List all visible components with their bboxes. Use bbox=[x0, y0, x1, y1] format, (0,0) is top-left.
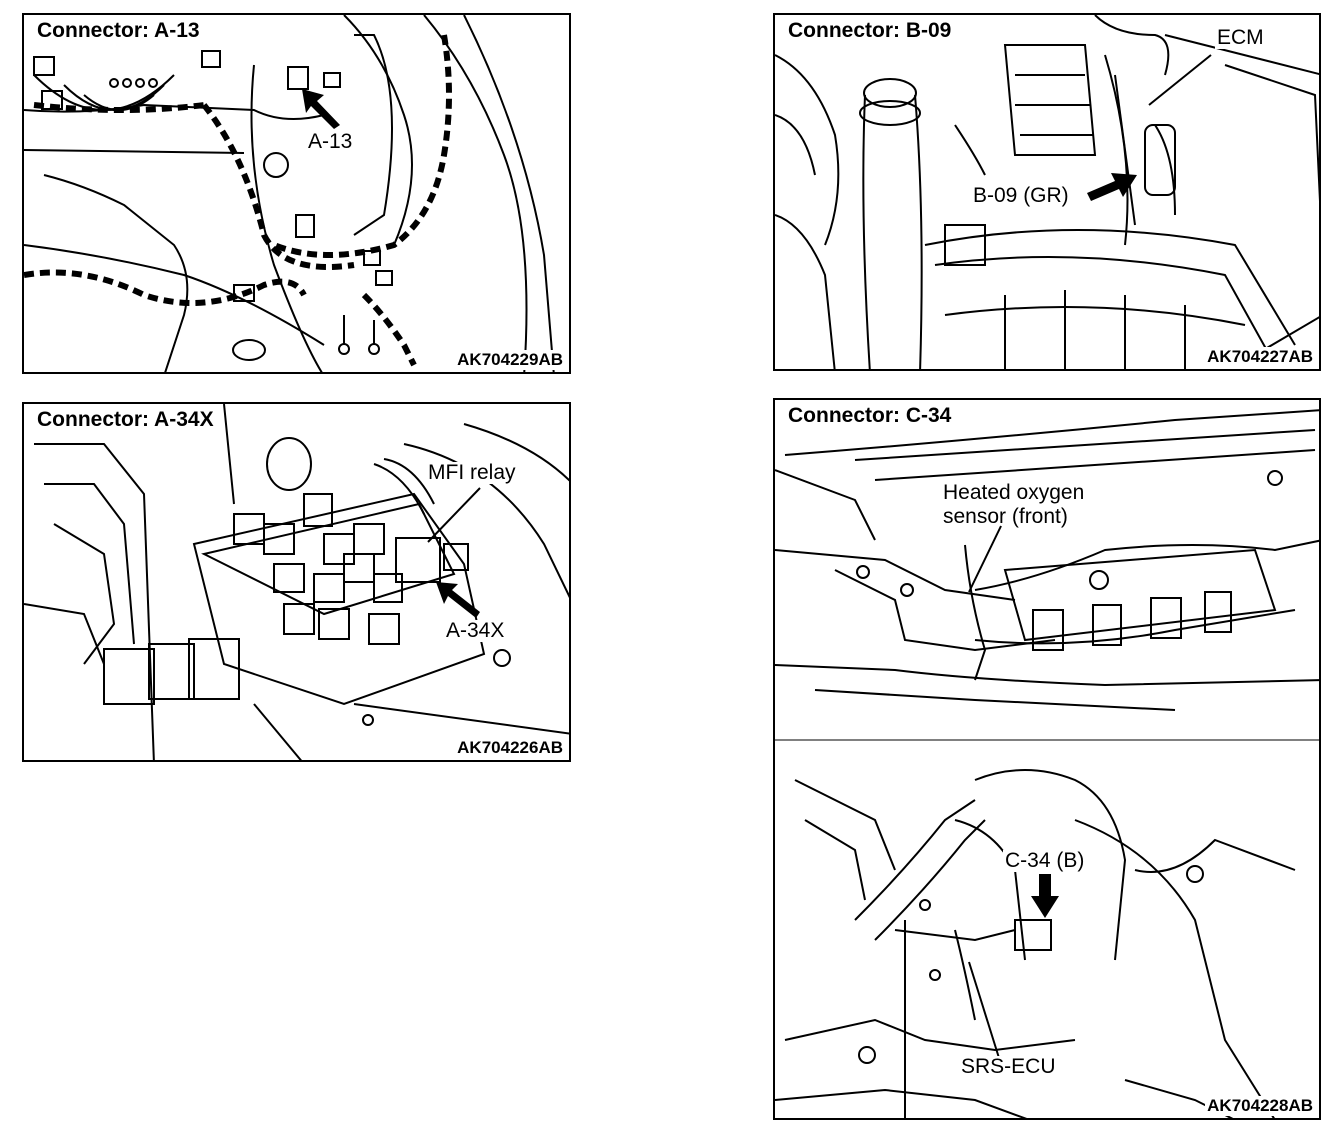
leader-line-relay bbox=[427, 487, 481, 543]
connector-callout-a34x: A-34X bbox=[444, 619, 507, 642]
connector-callout-a13: A-13 bbox=[306, 130, 355, 153]
panel-connector-b09: Connector: B-09 ECM B-09 (GR) AK704227AB bbox=[773, 13, 1321, 371]
panel-connector-a34x: Connector: A-34X MFI relay A-34X AK70422… bbox=[22, 402, 571, 762]
pointer-arrow-icon bbox=[436, 582, 480, 618]
oxygen-sensor-callout-line1: Heated oxygen bbox=[941, 481, 1087, 504]
pointer-arrow-icon bbox=[1031, 874, 1059, 918]
engine-bay-illustration-a13 bbox=[24, 15, 555, 372]
figure-id: AK704227AB bbox=[1205, 347, 1315, 367]
panel-title: Connector: A-13 bbox=[34, 19, 203, 43]
panel-title: Connector: A-34X bbox=[34, 408, 217, 432]
connector-callout-b09: B-09 (GR) bbox=[971, 184, 1071, 207]
mfi-relay-callout: MFI relay bbox=[426, 461, 518, 484]
panel-title: Connector: C-34 bbox=[785, 404, 955, 428]
connector-callout-c34: C-34 (B) bbox=[1003, 849, 1087, 872]
panel-connector-a13: Connector: A-13 A-13 AK704229AB bbox=[22, 13, 571, 374]
underbody-illustration-c34 bbox=[775, 409, 1319, 1118]
oxygen-sensor-callout-line2: sensor (front) bbox=[941, 505, 1070, 528]
pointer-arrow-icon bbox=[1087, 173, 1137, 201]
leader-line-oxygen-sensor bbox=[968, 525, 1002, 593]
panel-title: Connector: B-09 bbox=[785, 19, 955, 43]
pointer-arrow-icon bbox=[302, 89, 340, 129]
ecm-callout: ECM bbox=[1215, 26, 1266, 49]
relay-box-illustration-a34x bbox=[24, 404, 569, 760]
figure-id: AK704229AB bbox=[455, 350, 565, 370]
srs-ecu-callout: SRS-ECU bbox=[959, 1055, 1058, 1078]
figure-id: AK704228AB bbox=[1205, 1096, 1315, 1116]
engine-bay-illustration-b09 bbox=[775, 15, 1319, 369]
leader-line-ecm bbox=[1148, 54, 1212, 106]
figure-id: AK704226AB bbox=[455, 738, 565, 758]
panel-connector-c34: Connector: C-34 Heated oxygen sensor (fr… bbox=[773, 398, 1321, 1120]
leader-line-srs-ecu bbox=[968, 961, 1000, 1059]
